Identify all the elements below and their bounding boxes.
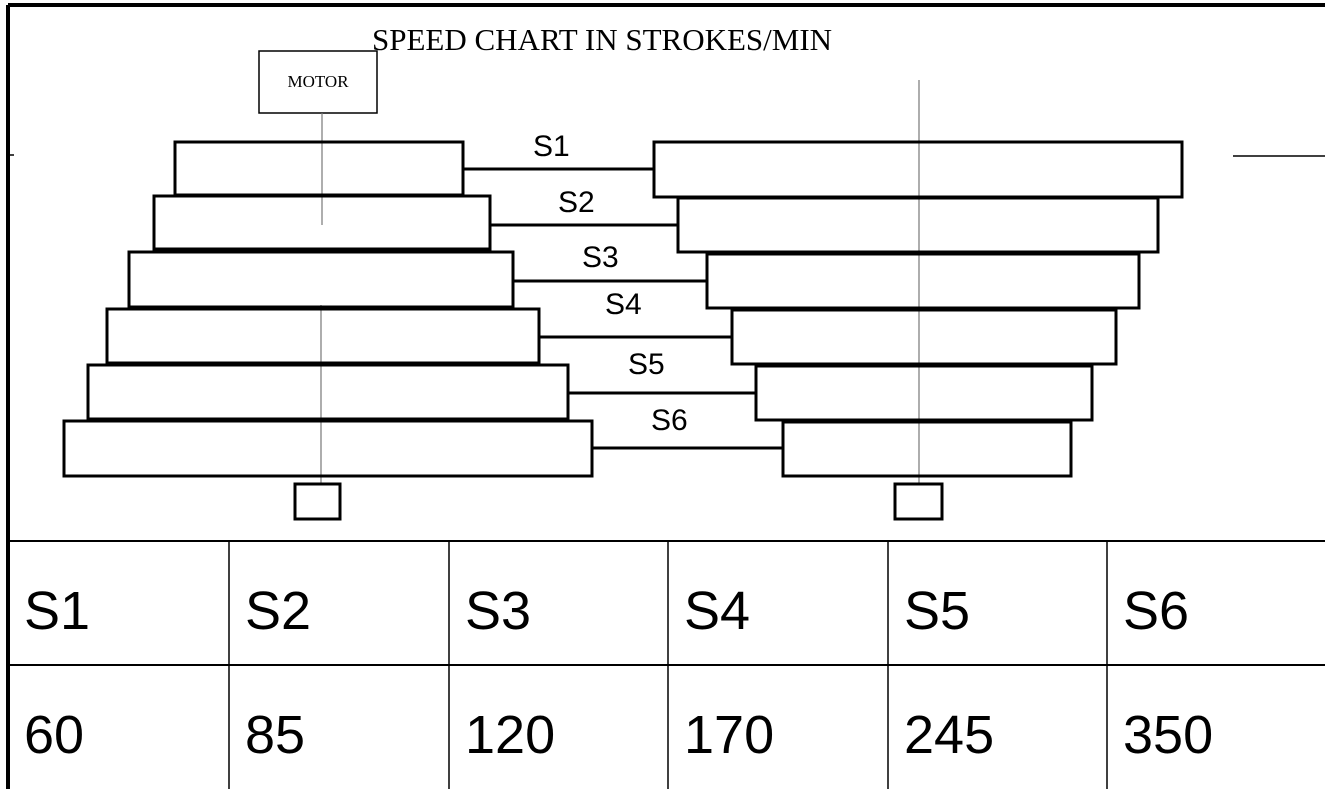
driven-pulley-step-6 [781,420,1073,478]
table-value-cell: 120 [465,705,556,765]
table-header-cell: S2 [245,581,312,641]
table-header-cell: S6 [1123,581,1190,641]
table-header-cell: S3 [465,581,532,641]
motor-pulley-step-3 [127,250,515,309]
belt-label-s5: S5 [628,348,665,381]
belt-label-s1: S1 [533,130,570,163]
table-value-cell: 245 [904,705,995,765]
driven-pulley-step-5 [754,364,1094,422]
table-header-cell: S5 [904,581,971,641]
motor-label: MOTOR [287,72,349,91]
motor-pulley-step-4 [105,307,541,365]
chart-title: SPEED CHART IN STROKES/MIN [372,22,833,57]
driven-pulley-step-2 [676,196,1160,254]
driven-shaft-end [893,482,944,521]
table-value-cell: 170 [684,705,775,765]
table-value-cell: 60 [24,705,85,765]
belt-label-s4: S4 [605,288,642,321]
motor-pulley-step-5 [86,363,570,421]
belt-label-s2: S2 [558,186,595,219]
belt-label-s6: S6 [651,404,688,437]
table-value-cell: 85 [245,705,306,765]
motor-pulley-step-6 [62,419,594,478]
driven-pulley-step-4 [730,308,1118,366]
table-value-cell: 350 [1123,705,1214,765]
table-header-cell: S4 [684,581,751,641]
motor-shaft-end [293,482,342,521]
table-header-cell: S1 [24,581,91,641]
motor-box [258,50,378,114]
belt-label-s3: S3 [582,241,619,274]
driven-pulley-step-3 [705,252,1141,310]
motor-pulley-step-1 [173,140,465,197]
motor-pulley-step-2 [152,194,492,251]
driven-pulley-step-1 [652,140,1184,199]
